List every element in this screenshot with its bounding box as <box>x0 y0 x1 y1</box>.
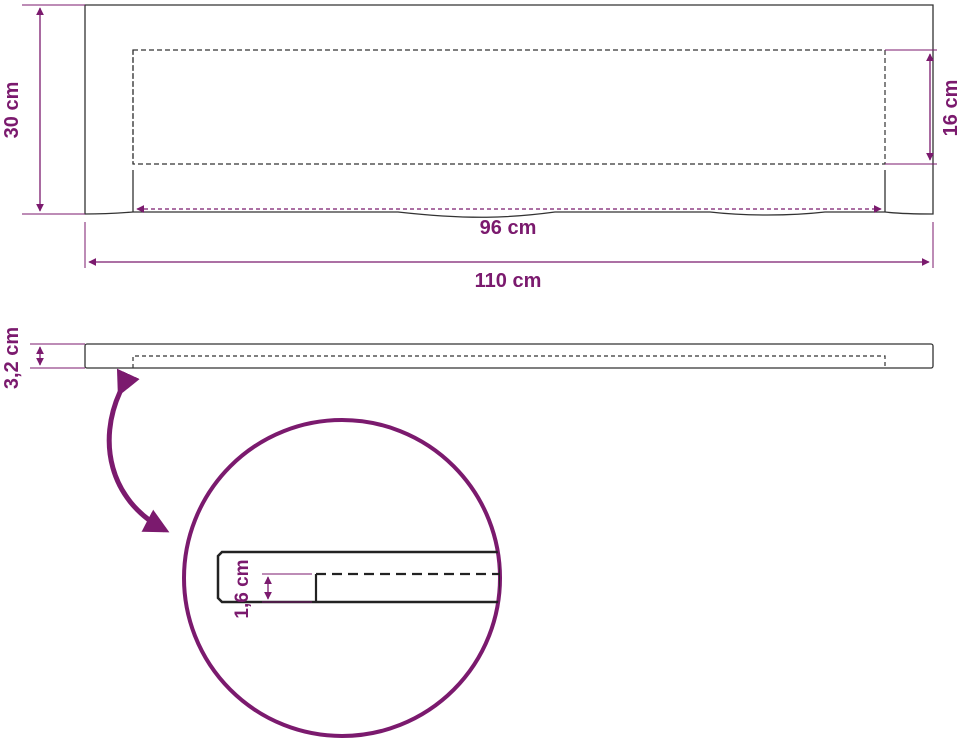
dimension-3-2cm: 3,2 cm <box>1 327 85 389</box>
detail-magnifier: 1,6 cm <box>182 418 502 738</box>
groove-depth-label: 1,6 cm <box>232 559 253 618</box>
shelf-top-outline <box>84 4 934 218</box>
dimension-30cm: 30 cm <box>1 4 85 215</box>
top-view <box>84 4 934 218</box>
shelf-side-outline <box>84 343 934 369</box>
side-groove-outline <box>132 355 886 368</box>
inner-height-label: 16 cm <box>940 80 962 137</box>
inner-width-label: 96 cm <box>480 217 537 239</box>
height-label: 30 cm <box>1 82 23 139</box>
dimension-110cm: 110 cm <box>84 222 934 292</box>
outer-width-label: 110 cm <box>475 270 542 292</box>
thickness-label: 3,2 cm <box>1 327 23 389</box>
dimension-96cm: 96 cm <box>136 205 882 239</box>
side-view <box>84 343 934 369</box>
dimension-16cm: 16 cm <box>885 49 962 165</box>
inner-groove-outline <box>132 49 886 165</box>
detail-pointer-arrow <box>106 368 170 533</box>
